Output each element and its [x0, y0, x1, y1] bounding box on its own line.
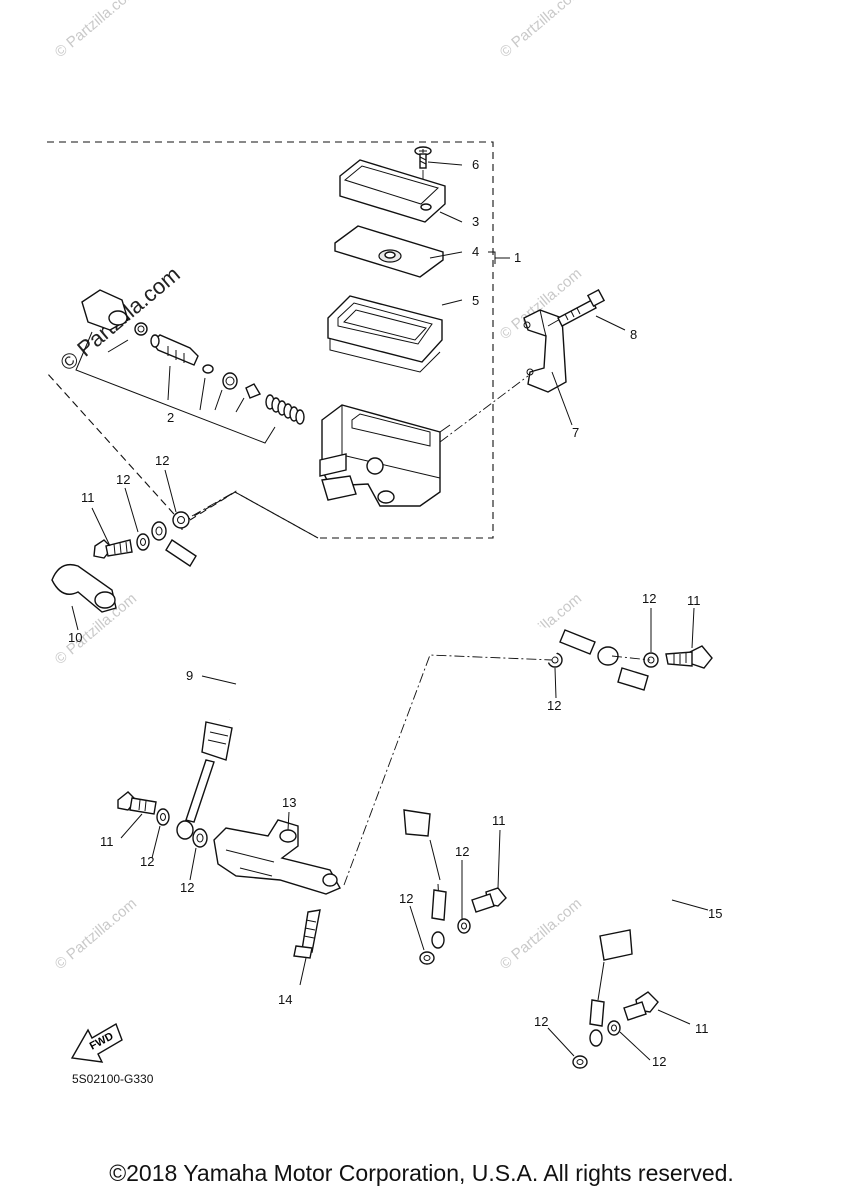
leader-line [75, 331, 276, 444]
joint-bolt [293, 909, 321, 959]
callout-7: 7 [572, 425, 579, 440]
piston-kit [81, 289, 305, 425]
hose-cover [51, 563, 117, 613]
fwd-arrow-icon: FWD [70, 1022, 123, 1063]
union-bolt [623, 991, 659, 1021]
brake-hose-front-lower [403, 621, 709, 1047]
callout-numbers: 1 2 3 4 5 6 7 8 9 10 11 11 11 11 11 12 1… [68, 157, 722, 1069]
callout-12: 12 [642, 591, 656, 606]
assembly-boundary-lower [189, 491, 319, 539]
union-bolt [117, 791, 157, 815]
copyright-notice: ©2018 Yamaha Motor Corporation, U.S.A. A… [109, 1160, 734, 1186]
callout-8: 8 [630, 327, 637, 342]
callout-10: 10 [68, 630, 82, 645]
reservoir-screw [414, 146, 432, 169]
callout-5: 5 [472, 293, 479, 308]
center-line [343, 654, 651, 886]
callout-12: 12 [399, 891, 413, 906]
callout-3: 3 [472, 214, 479, 229]
diagram-code: 5S02100-G330 [72, 1072, 154, 1086]
callout-12: 12 [455, 844, 469, 859]
callout-12: 12 [140, 854, 154, 869]
callout-12: 12 [534, 1014, 548, 1029]
callout-13: 13 [282, 795, 296, 810]
piston-spring [265, 394, 305, 425]
watermark-text: © Partzilla.com [497, 0, 585, 61]
leader-line [427, 161, 626, 426]
watermark-text: © Partzilla.com [52, 0, 140, 61]
brake-hose-front-upper [165, 539, 251, 840]
reservoir-cap [339, 159, 446, 223]
callout-11: 11 [100, 834, 114, 849]
callout-14: 14 [278, 992, 292, 1007]
washers [136, 511, 659, 1069]
callout-6: 6 [472, 157, 479, 172]
callout-9: 9 [186, 668, 193, 683]
watermark-text: © Partzilla.com [52, 895, 140, 973]
callout-11: 11 [492, 813, 506, 828]
callout-15: 15 [708, 906, 722, 921]
diaphragm [327, 295, 443, 373]
diaphragm-plate [334, 225, 444, 278]
callout-12: 12 [547, 698, 561, 713]
callout-11: 11 [81, 490, 95, 505]
callout-12: 12 [180, 880, 194, 895]
callout-4: 4 [472, 244, 479, 259]
union-bolt [665, 645, 713, 669]
union-bolt [93, 539, 133, 559]
callout-2: 2 [167, 410, 174, 425]
callout-11: 11 [687, 593, 701, 608]
callout-11: 11 [695, 1021, 709, 1036]
callout-12: 12 [652, 1054, 666, 1069]
callout-12: 12 [116, 472, 130, 487]
hose-joint [213, 819, 341, 895]
watermark-text: © Partzilla.com [497, 895, 585, 973]
center-line [191, 375, 529, 517]
master-cylinder-body [319, 404, 451, 507]
leader-line [71, 469, 709, 1061]
callout-1: 1 [514, 250, 521, 265]
union-bolt [471, 887, 507, 913]
holder-bolt [557, 288, 606, 327]
callout-12: 12 [155, 453, 169, 468]
